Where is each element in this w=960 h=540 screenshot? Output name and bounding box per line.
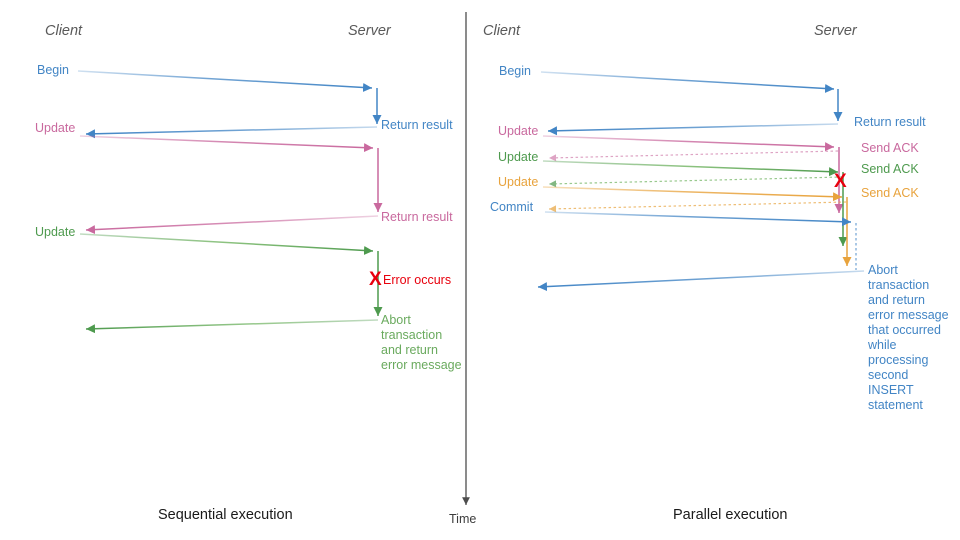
left-abort-note-line-2: transaction xyxy=(381,328,443,342)
arrow-update-green-request xyxy=(542,160,839,177)
arrow-begin-request xyxy=(77,70,373,92)
right-server-label-ack-3: Send ACK xyxy=(861,186,919,200)
right-client-label-update-1: Update xyxy=(498,124,539,138)
arrow-begin-request-p xyxy=(540,71,835,93)
right-client-label-update-2: Update xyxy=(498,150,539,164)
right-server-label-ack-2: Send ACK xyxy=(861,162,919,176)
left-client-label-update-2: Update xyxy=(35,225,76,239)
right-panel-arrows xyxy=(537,71,865,292)
left-abort-note: Abort transaction and return error messa… xyxy=(381,313,471,373)
left-client-label-begin: Begin xyxy=(37,63,69,77)
left-header-server: Server xyxy=(348,23,391,39)
arrow-abort-return-p xyxy=(537,270,865,292)
right-abort-note-line-1: Abort xyxy=(868,263,898,277)
left-error-label: Error occurs xyxy=(383,273,452,287)
right-header-server: Server xyxy=(814,23,857,39)
left-panel-arrows xyxy=(77,70,383,334)
right-server-label-return-result: Return result xyxy=(854,115,926,129)
left-abort-note-line-3: and return xyxy=(381,343,438,357)
arrow-ack-pink xyxy=(548,150,839,162)
arrow-return-result-p xyxy=(547,123,839,136)
right-header-client: Client xyxy=(483,23,521,39)
left-error-x-icon: X xyxy=(369,269,382,290)
right-panel-caption: Parallel execution xyxy=(673,507,788,523)
arrow-return-result-1 xyxy=(85,126,378,139)
arrow-update-1-request xyxy=(79,135,374,153)
right-abort-note-line-4: error message xyxy=(868,308,949,322)
arrow-ack-green xyxy=(548,176,843,188)
right-abort-note-line-7: processing xyxy=(868,353,929,367)
right-client-label-commit: Commit xyxy=(490,200,534,214)
time-axis-label: Time xyxy=(449,512,477,526)
arrow-commit-request xyxy=(544,211,852,227)
right-abort-note: Abort transaction and return error messa… xyxy=(868,263,956,413)
arrow-update-2-request xyxy=(79,233,374,255)
right-abort-note-line-2: transaction xyxy=(868,278,930,292)
left-abort-note-line-1: Abort xyxy=(381,313,411,327)
left-panel-caption: Sequential execution xyxy=(158,507,293,523)
arrow-ack-orange xyxy=(548,201,847,213)
left-client-label-update-1: Update xyxy=(35,121,76,135)
left-abort-note-line-4: error message xyxy=(381,358,462,372)
right-server-label-ack-1: Send ACK xyxy=(861,141,919,155)
arrow-update-orange-request xyxy=(542,186,843,202)
right-abort-note-line-6: while xyxy=(868,338,897,352)
right-client-label-begin: Begin xyxy=(499,64,531,78)
left-header-client: Client xyxy=(45,23,83,39)
right-abort-note-line-8: second xyxy=(868,368,909,382)
right-abort-note-line-9: INSERT xyxy=(868,383,914,397)
left-server-label-return-2: Return result xyxy=(381,210,453,224)
left-server-label-return-1: Return result xyxy=(381,118,453,132)
arrow-abort-return xyxy=(85,319,379,334)
right-abort-note-line-3: and return xyxy=(868,293,925,307)
arrow-update-pink-request xyxy=(542,135,835,152)
right-error-x-icon: X xyxy=(834,171,847,192)
right-abort-note-line-10: statement xyxy=(868,398,923,412)
right-abort-note-line-5: that occurred xyxy=(868,323,941,337)
arrow-return-result-2 xyxy=(85,215,379,235)
right-client-label-update-3: Update xyxy=(498,175,539,189)
